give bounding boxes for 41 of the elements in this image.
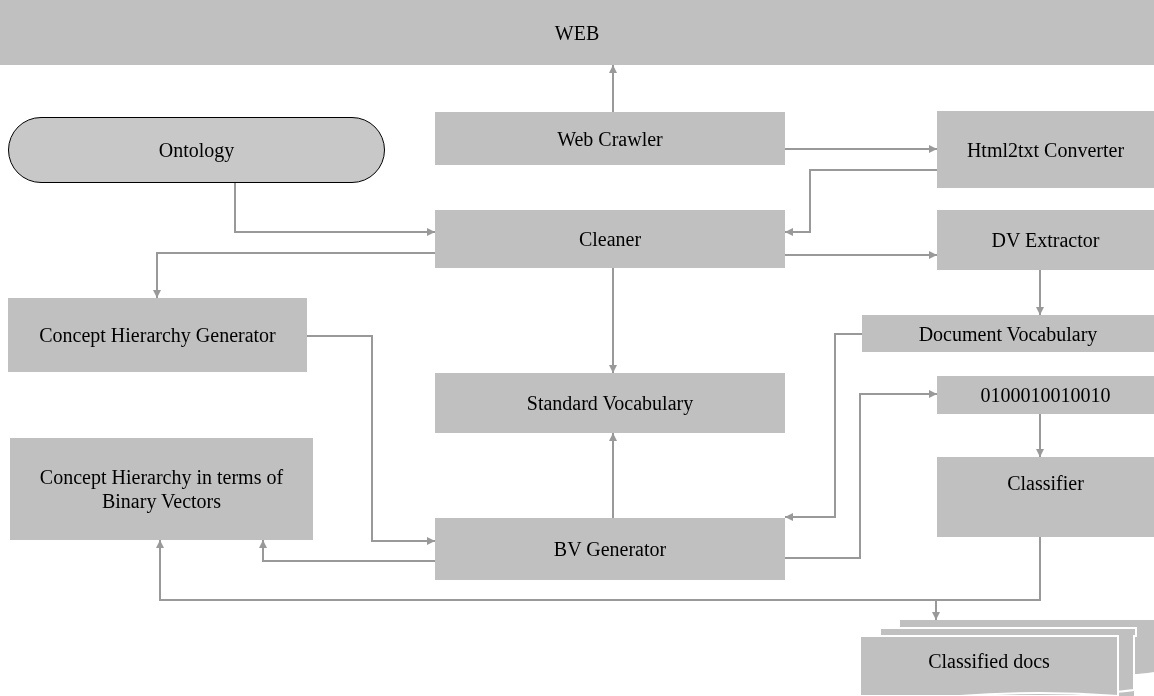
process-box [435, 373, 785, 433]
connector-arrow [784, 390, 938, 559]
node-label: Classified docs [928, 649, 1050, 673]
connector-arrow [306, 335, 436, 545]
process-box [8, 298, 307, 372]
connector-arrow [1036, 269, 1044, 316]
connector-arrow [609, 267, 617, 374]
node-label: Concept Hierarchy Generator [39, 323, 276, 347]
node-label: Cleaner [578, 227, 642, 251]
connector-arrow [784, 169, 938, 236]
node-label: 0100010010010 [980, 383, 1111, 407]
node-label: Html2txt Converter [966, 137, 1125, 162]
process-box [862, 315, 1154, 352]
process-box [937, 111, 1154, 188]
process-box [937, 457, 1154, 537]
connector-arrow [784, 251, 938, 259]
node-label: Ontology [158, 138, 235, 162]
connector-arrow [609, 432, 617, 519]
connector-arrow [784, 145, 938, 153]
process-box [435, 518, 785, 580]
connector-arrow [784, 333, 863, 521]
connector-arrow [609, 64, 617, 113]
node-label: Web Crawler [557, 126, 663, 151]
process-box [0, 0, 1154, 65]
node-label: Standard Vocabulary [526, 391, 694, 415]
connector-arrow [1036, 413, 1044, 458]
node-label: BV Generator [553, 537, 667, 561]
process-box [937, 376, 1154, 414]
process-box [435, 112, 785, 165]
connector-arrow [153, 252, 436, 299]
process-box [937, 210, 1154, 270]
multi-document-shape [860, 620, 1154, 696]
node-label: WEB [554, 20, 600, 45]
node-label: Document Vocabulary [918, 321, 1098, 346]
node-label: Classifier [1007, 471, 1084, 495]
connector-arrow [259, 539, 436, 562]
node-label: DV Extractor [991, 228, 1100, 252]
process-box [10, 438, 313, 540]
process-box [435, 210, 785, 268]
connector-arrow [234, 182, 436, 236]
node-label: Concept Hierarchy in terms of Binary Vectors [38, 465, 285, 513]
